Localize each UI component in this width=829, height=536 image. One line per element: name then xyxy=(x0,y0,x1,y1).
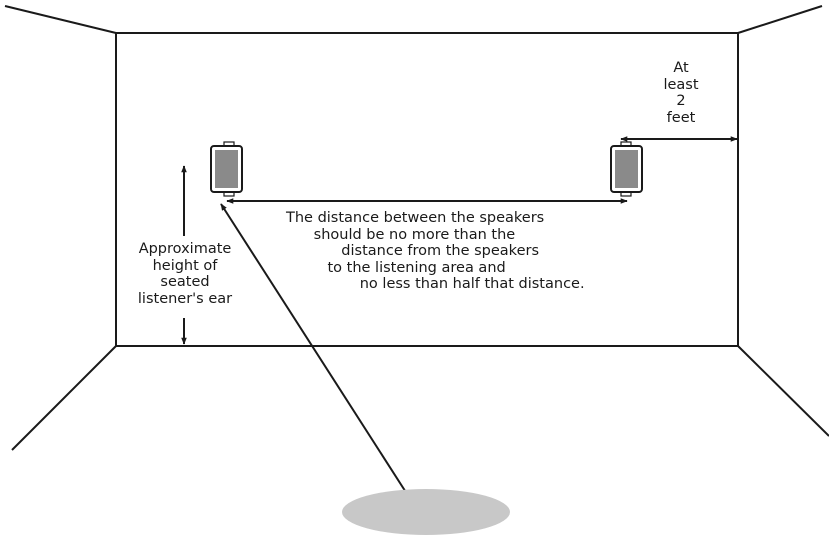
listening-distance-arrow xyxy=(220,203,410,498)
wall-clearance-label: At least 2 feet xyxy=(663,60,699,126)
ear-height-label: Approximate height of seated listener's … xyxy=(137,241,233,307)
speaker-spacing-label: The distance between the speakers should… xyxy=(286,210,585,292)
floor-edge-right xyxy=(737,345,829,437)
floor-edge-left xyxy=(11,345,117,451)
left-speaker xyxy=(210,141,243,197)
right-speaker xyxy=(610,141,643,197)
room-outline xyxy=(4,5,829,451)
back-wall xyxy=(115,32,739,347)
ceiling-edge-left xyxy=(4,5,117,34)
listening-area xyxy=(342,489,510,535)
ceiling-edge-right xyxy=(737,5,823,34)
